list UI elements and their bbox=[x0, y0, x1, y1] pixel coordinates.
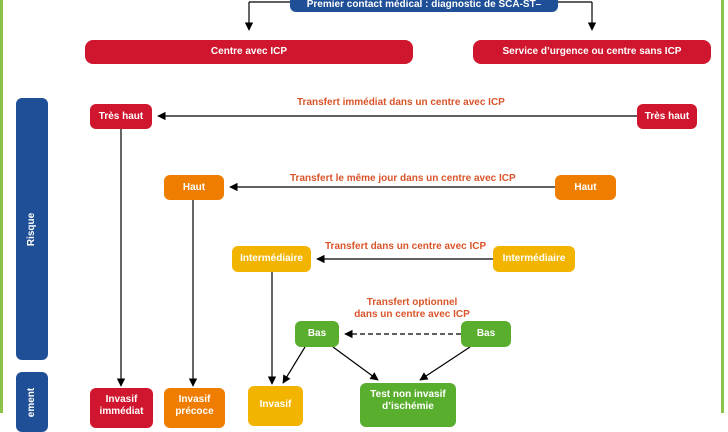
risk-high-left-label: Haut bbox=[182, 181, 206, 193]
transfer-low-label: Transfert optionnel dans un centre avec … bbox=[340, 297, 484, 321]
transfer-very-high-label: Transfert immédiat dans un centre avec I… bbox=[297, 97, 505, 108]
strategy-early-invasive: Invasif précoce bbox=[164, 388, 225, 428]
risk-intermediate-left-label: Intermédiaire bbox=[240, 253, 303, 265]
strategy-immediate-invasive: Invasif immédiat bbox=[90, 388, 153, 428]
risk-low-left-label: Bas bbox=[307, 328, 327, 340]
arrow-low-left-to-invasive bbox=[282, 346, 306, 384]
center-no-icp-label: Service d’urgence ou centre sans ICP bbox=[502, 46, 682, 58]
strategy-invasive-label: Invasif bbox=[259, 399, 292, 410]
risk-intermediate-right: Intermédiaire bbox=[493, 246, 575, 272]
center-icp-label: Centre avec ICP bbox=[210, 46, 288, 58]
strategy-noninvasive-line2: d’ischémie bbox=[382, 400, 434, 412]
center-icp-box: Centre avec ICP bbox=[85, 40, 413, 64]
transfer-low-label-line2: dans un centre avec ICP bbox=[354, 309, 470, 320]
first-medical-contact-box: Premier contact médical : diagnostic de … bbox=[290, 0, 558, 12]
risk-intermediate-left: Intermédiaire bbox=[232, 246, 311, 272]
risk-high-right-label: Haut bbox=[574, 181, 597, 193]
strategy-immediate-line1: Invasif bbox=[105, 394, 138, 405]
risk-very-high-left: Très haut bbox=[90, 104, 152, 129]
risk-intermediate-right-label: Intermédiaire bbox=[502, 253, 566, 265]
risk-high-left: Haut bbox=[164, 175, 224, 200]
diagram-frame bbox=[0, 0, 724, 413]
center-no-icp-box: Service d’urgence ou centre sans ICP bbox=[473, 40, 711, 64]
transfer-low-label-line1: Transfert optionnel bbox=[366, 297, 458, 308]
first-medical-contact-text: Premier contact médical : diagnostic de … bbox=[306, 0, 542, 11]
risk-very-high-left-label: Très haut bbox=[98, 110, 144, 122]
risk-low-left: Bas bbox=[295, 321, 339, 347]
risk-side-label: Risque bbox=[16, 98, 48, 360]
risk-low-right-label: Bas bbox=[476, 328, 496, 340]
arrow-low-right-to-noninvasive bbox=[419, 346, 471, 381]
strategy-early-line2: précoce bbox=[175, 405, 214, 417]
risk-high-right: Haut bbox=[555, 175, 616, 200]
strategy-noninvasive-test: Test non invasif d’ischémie bbox=[360, 383, 456, 427]
strategy-noninvasive-line1: Test non invasif bbox=[370, 389, 446, 400]
transfer-intermediate-label: Transfert dans un centre avec ICP bbox=[325, 241, 487, 252]
risk-very-high-right-label: Très haut bbox=[644, 110, 690, 122]
risk-low-right: Bas bbox=[461, 321, 511, 347]
strategy-early-line1: Invasif bbox=[178, 394, 211, 405]
strategy-immediate-line2: immédiat bbox=[99, 405, 144, 417]
treatment-side-text: ement bbox=[26, 387, 38, 417]
risk-very-high-right: Très haut bbox=[637, 104, 697, 129]
strategy-invasive: Invasif bbox=[248, 386, 303, 426]
arrow-low-left-to-noninvasive bbox=[332, 346, 379, 381]
risk-side-text: Risque bbox=[26, 212, 38, 246]
transfer-high-label: Transfert le même jour dans un centre av… bbox=[290, 173, 516, 184]
treatment-side-label: ement bbox=[16, 372, 48, 432]
